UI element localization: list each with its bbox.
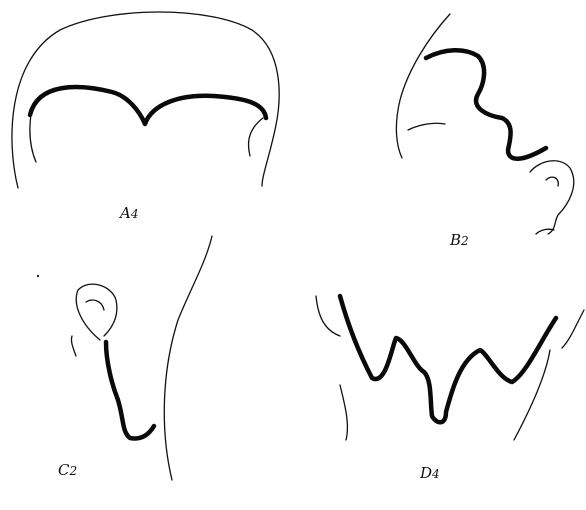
- panel-d-label: D4: [419, 464, 440, 482]
- panel-b-ear-inner: [546, 177, 558, 186]
- panel-c: C2: [37, 236, 212, 480]
- panel-d-right-ear: [562, 310, 584, 348]
- panel-b-hairline: [426, 50, 546, 159]
- panel-c-nape-hairline: [106, 342, 154, 439]
- panel-c-ear: [76, 284, 117, 340]
- panel-c-label: C2: [58, 461, 77, 479]
- panel-b-ear: [530, 161, 574, 234]
- panel-c-dot: [37, 275, 39, 277]
- panel-b: B2: [396, 14, 573, 249]
- panel-a-label: A4: [118, 204, 138, 222]
- panel-a-right-temple: [249, 118, 263, 156]
- panel-b-label: B2: [449, 231, 469, 249]
- panel-d-right-neck: [514, 350, 550, 440]
- panel-b-brow: [408, 123, 445, 130]
- panel-d-nape-hairline: [340, 296, 556, 422]
- panel-d-left-ear: [316, 296, 340, 336]
- panel-d: D4: [316, 296, 584, 482]
- panel-b-head-outline: [396, 14, 450, 158]
- panel-a-hairline: [30, 87, 266, 124]
- panel-d-left-neck: [340, 385, 347, 440]
- panel-a: A4: [12, 12, 279, 222]
- panel-c-ear-inner: [86, 300, 104, 310]
- panel-c-ear-lobe: [71, 336, 76, 356]
- panel-c-back-of-head: [164, 236, 212, 480]
